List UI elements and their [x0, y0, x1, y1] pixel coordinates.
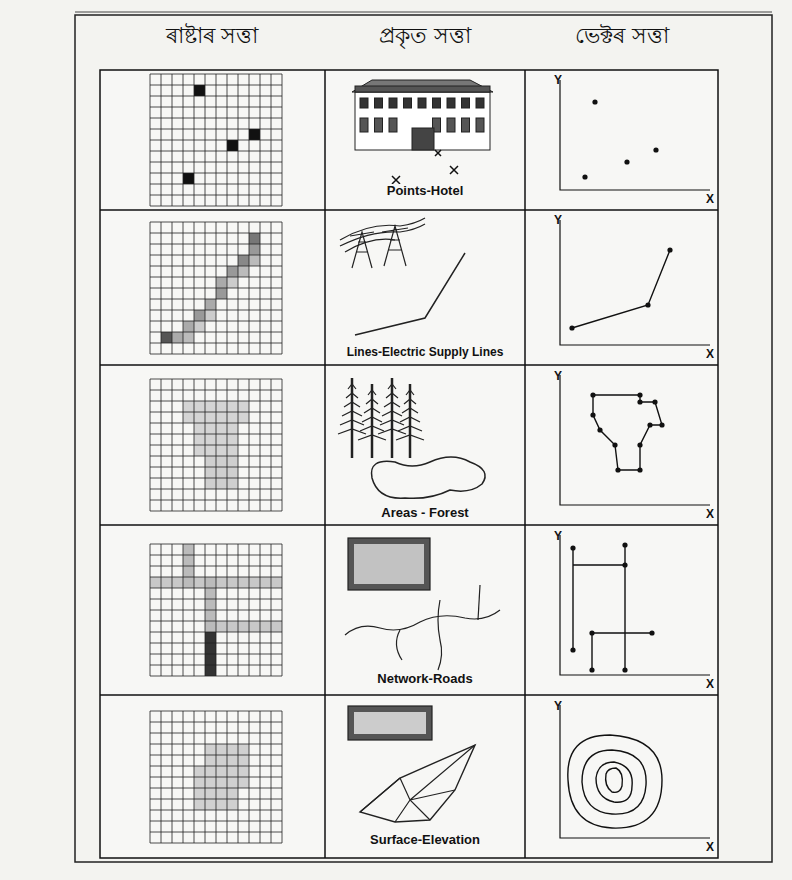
axis-label: Y	[552, 370, 564, 383]
axis-label: X	[704, 348, 716, 361]
axis-label: X	[704, 193, 716, 206]
feature-label: Areas - Forest	[379, 506, 470, 520]
axis-label: Y	[552, 74, 564, 87]
axis-label: Y	[552, 700, 564, 713]
axis-label: Y	[552, 530, 564, 543]
axis-label: X	[704, 508, 716, 521]
feature-label: Points-Hotel	[385, 184, 466, 198]
column-header: প্ৰকৃত সত্তা	[377, 24, 472, 48]
column-header: ৰাষ্টাৰ সত্তা	[164, 24, 260, 48]
axis-label: X	[704, 678, 716, 691]
feature-label: Surface-Elevation	[368, 833, 482, 847]
axis-label: X	[704, 841, 716, 854]
axis-label: Y	[552, 214, 564, 227]
feature-label: Network-Roads	[375, 672, 474, 686]
feature-label: Lines-Electric Supply Lines	[345, 346, 506, 359]
column-header: ভেক্টৰ সত্তা	[573, 24, 670, 48]
